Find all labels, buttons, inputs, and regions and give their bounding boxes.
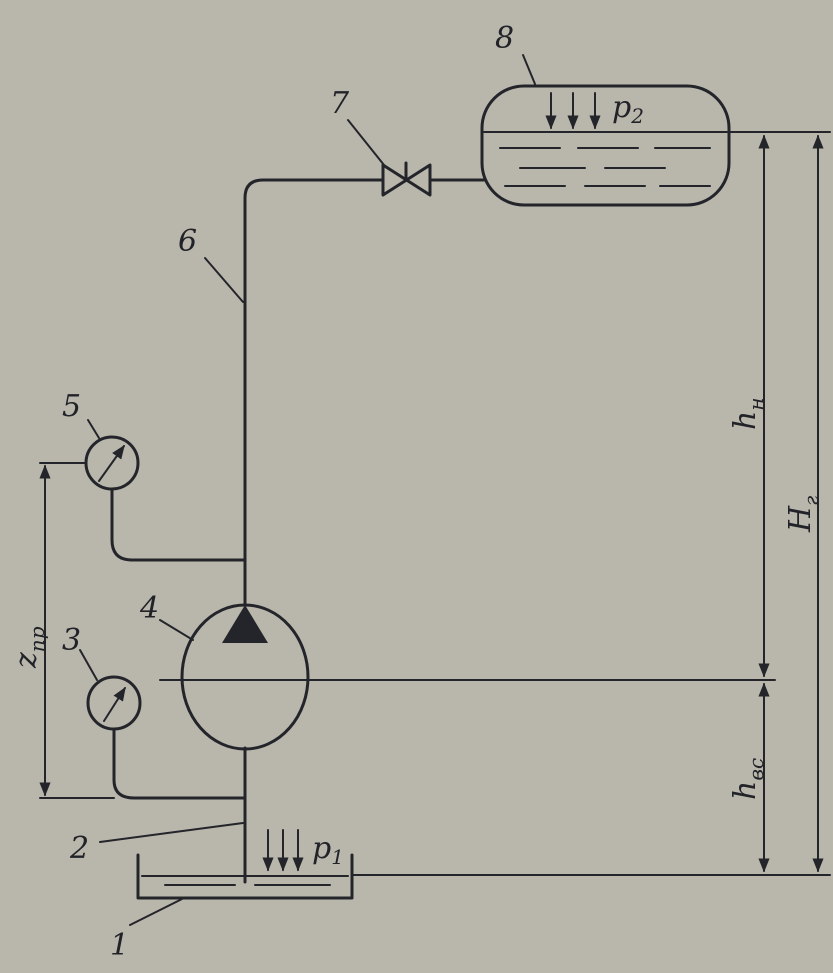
label-4: 4 — [139, 591, 159, 626]
pump — [180, 603, 310, 751]
zpr-dimension — [39, 462, 115, 799]
upper-tank — [480, 84, 731, 207]
valve — [381, 161, 432, 197]
leader-6 — [204, 257, 244, 303]
leader-4 — [159, 619, 194, 641]
label-7: 7 — [330, 86, 350, 121]
label-5: 5 — [62, 389, 81, 424]
discharge-pressure-gauge — [84, 435, 247, 562]
pump-direction-triangle — [222, 605, 268, 643]
lower-reservoir — [136, 853, 354, 900]
hvs-label: hвс — [728, 758, 768, 800]
discharge-pipe — [243, 178, 385, 607]
zpr-label: zпр — [9, 626, 49, 669]
suction-pressure-gauge — [86, 675, 247, 800]
leader-5 — [87, 419, 100, 439]
label-6: 6 — [178, 224, 197, 259]
leader-8 — [522, 54, 536, 85]
leader-3 — [79, 649, 98, 681]
leader-7 — [347, 119, 385, 166]
hg-label: Hг — [783, 496, 823, 533]
p1-pressure-arrows — [262, 829, 304, 872]
label-2: 2 — [69, 831, 89, 866]
p2-label: p2 — [612, 90, 644, 128]
p2-pressure-arrows — [545, 92, 601, 130]
p1-label: p1 — [312, 831, 344, 869]
leader-2 — [99, 822, 244, 843]
label-8: 8 — [495, 21, 514, 56]
hn-label: hн — [728, 397, 768, 430]
label-3: 3 — [62, 623, 81, 658]
label-1: 1 — [110, 928, 129, 963]
leader-1 — [129, 898, 183, 926]
